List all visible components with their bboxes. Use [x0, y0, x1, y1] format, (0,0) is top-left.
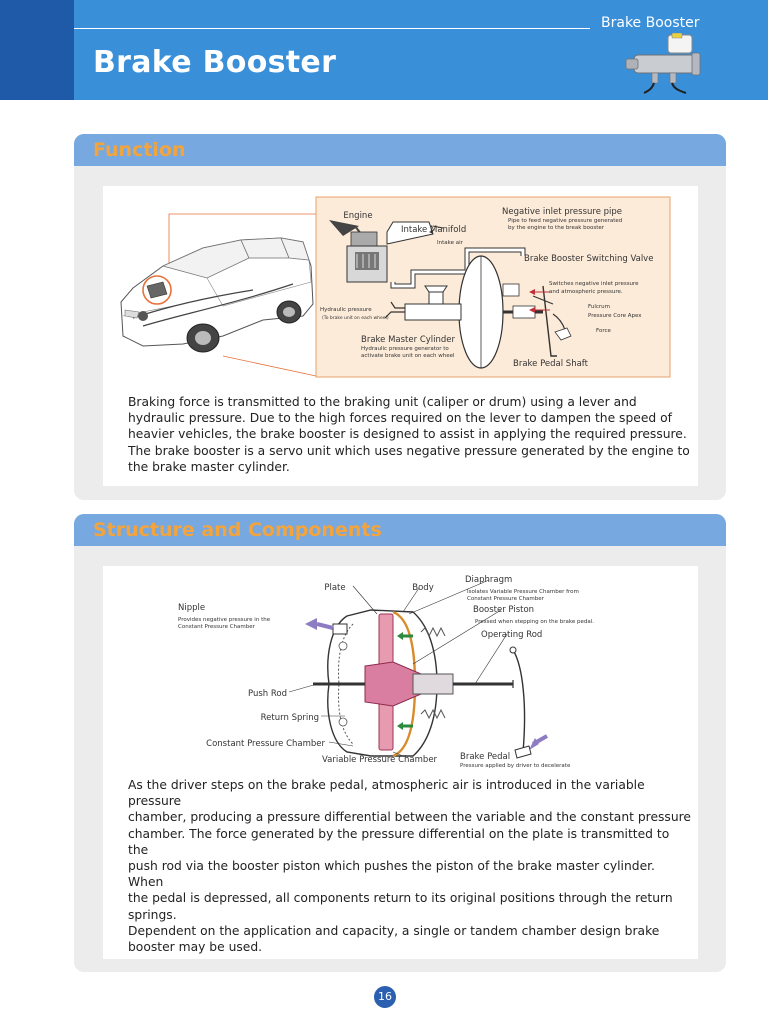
pressure-core-apex-label: Pressure Core Apex [588, 313, 642, 319]
return-spring-shape [420, 626, 446, 638]
push-rod-label: Push Rod [248, 689, 287, 699]
callout-line [222, 355, 317, 377]
operating-rod-label: Operating Rod [481, 630, 542, 640]
paragraph-line: heavier vehicles, the brake booster is d… [128, 427, 687, 442]
paragraph-line: Dependent on the application and capacit… [128, 923, 660, 938]
paragraph-line: Braking force is transmitted to the brak… [128, 395, 637, 409]
force-label: Force [596, 328, 611, 334]
booster-piston-label: Booster Piston [473, 605, 534, 615]
paragraph-line: As the driver steps on the brake pedal, … [128, 778, 645, 809]
force-arrow [397, 632, 403, 640]
function-section: Function [74, 134, 726, 500]
section-header-bar: Structure and Components [74, 514, 726, 546]
plate-label: Plate [324, 583, 345, 593]
negative-pipe-desc: Pipe to feed negative pressure generated [508, 218, 622, 224]
master-cylinder-label: Brake Master Cylinder [361, 335, 456, 345]
body-label: Body [412, 583, 433, 593]
hydraulic-pressure-desc: (To brake unit on each wheel) [322, 315, 389, 321]
nipple-label: Nipple [178, 603, 205, 613]
diaphragm-label: Diaphragm [465, 575, 512, 585]
vacuum-arrow [305, 618, 317, 630]
master-cylinder-icon [625, 33, 701, 94]
switching-valve-desc: and atmospheric pressure. [549, 289, 623, 295]
paragraph-line: chamber. The force generated by the pres… [128, 826, 670, 857]
force-arrow [397, 722, 403, 730]
car-illustration [120, 237, 314, 353]
header-section-label: Brake Booster [601, 15, 700, 31]
function-paragraph: Braking force is transmitted to the brak… [128, 394, 693, 475]
engine-label: Engine [343, 211, 372, 221]
master-cylinder-desc: Hydraulic pressure generator to [361, 346, 449, 352]
fulcrum-label: Fulcrum [588, 304, 610, 310]
engine-illustration [329, 220, 444, 283]
header-rule [74, 28, 590, 29]
section-header-bar: Function [74, 134, 726, 166]
page-title: Brake Booster [93, 45, 337, 80]
paragraph-line: booster may be used. [128, 940, 263, 955]
brake-system-diagram: Engine Intake Manifold Intake air Negati… [120, 196, 671, 378]
hydraulic-pressure-label: Hydraulic pressure [320, 307, 372, 313]
structure-card: Plate Body Diaphragm Isolates Variable P… [103, 566, 698, 959]
constant-chamber-label: Constant Pressure Chamber [206, 739, 325, 749]
negative-pipe-desc: by the engine to the break booster [508, 225, 605, 231]
brake-pedal-label: Brake Pedal [460, 752, 510, 762]
switching-valve-label: Brake Booster Switching Valve [524, 254, 653, 264]
paragraph-line: chamber, producing a pressure differenti… [128, 810, 691, 825]
function-card: Engine Intake Manifold Intake air Negati… [103, 186, 698, 486]
return-spring-shape [420, 708, 446, 720]
booster-cross-section-diagram: Plate Body Diaphragm Isolates Variable P… [178, 575, 594, 769]
section-title: Function [93, 139, 186, 161]
negative-pipe-label: Negative inlet pressure pipe [502, 207, 622, 217]
page-number: 16 [374, 986, 396, 1008]
return-spring-label: Return Spring [261, 713, 319, 723]
master-cylinder-desc: activate brake unit on each wheel [361, 353, 455, 359]
diaphragm-desc: Constant Pressure Chamber [467, 596, 545, 602]
booster-housing [313, 609, 514, 758]
page-header: Brake Booster Brake Booster [0, 0, 768, 100]
paragraph-line: The brake booster is a servo unit which … [128, 443, 690, 458]
section-title: Structure and Components [93, 519, 382, 541]
pedal-shaft-label: Brake Pedal Shaft [513, 359, 589, 369]
nipple-shape [332, 623, 348, 635]
switching-valve-desc: Switches negative inlet pressure [549, 281, 639, 287]
booster-piston-desc: Pressed when stepping on the brake pedal… [475, 619, 594, 625]
paragraph-line: the pedal is depressed, all components r… [128, 891, 673, 906]
paragraph-line: push rod via the booster piston which pu… [128, 859, 655, 890]
paragraph-line: hydraulic pressure. Due to the high forc… [128, 411, 672, 426]
diaphragm-desc: Isolates Variable Pressure Chamber from [467, 589, 579, 595]
header-tab [0, 0, 74, 100]
brake-pedal-shape [512, 649, 526, 753]
paragraph-line: springs. [128, 907, 177, 922]
structure-section: Structure and Components [74, 514, 726, 972]
brake-pedal-desc: Pressure applied by driver to decelerate [460, 763, 571, 769]
intake-air-label: Intake air [437, 240, 464, 246]
structure-paragraph: As the driver steps on the brake pedal, … [128, 777, 693, 955]
paragraph-line: the brake master cylinder. [128, 459, 290, 474]
intake-manifold-label: Intake Manifold [401, 225, 466, 235]
variable-chamber-label: Variable Pressure Chamber [322, 755, 438, 765]
nipple-desc: Constant Pressure Chamber [178, 624, 256, 630]
nipple-desc: Provides negative pressure in the [178, 617, 271, 623]
